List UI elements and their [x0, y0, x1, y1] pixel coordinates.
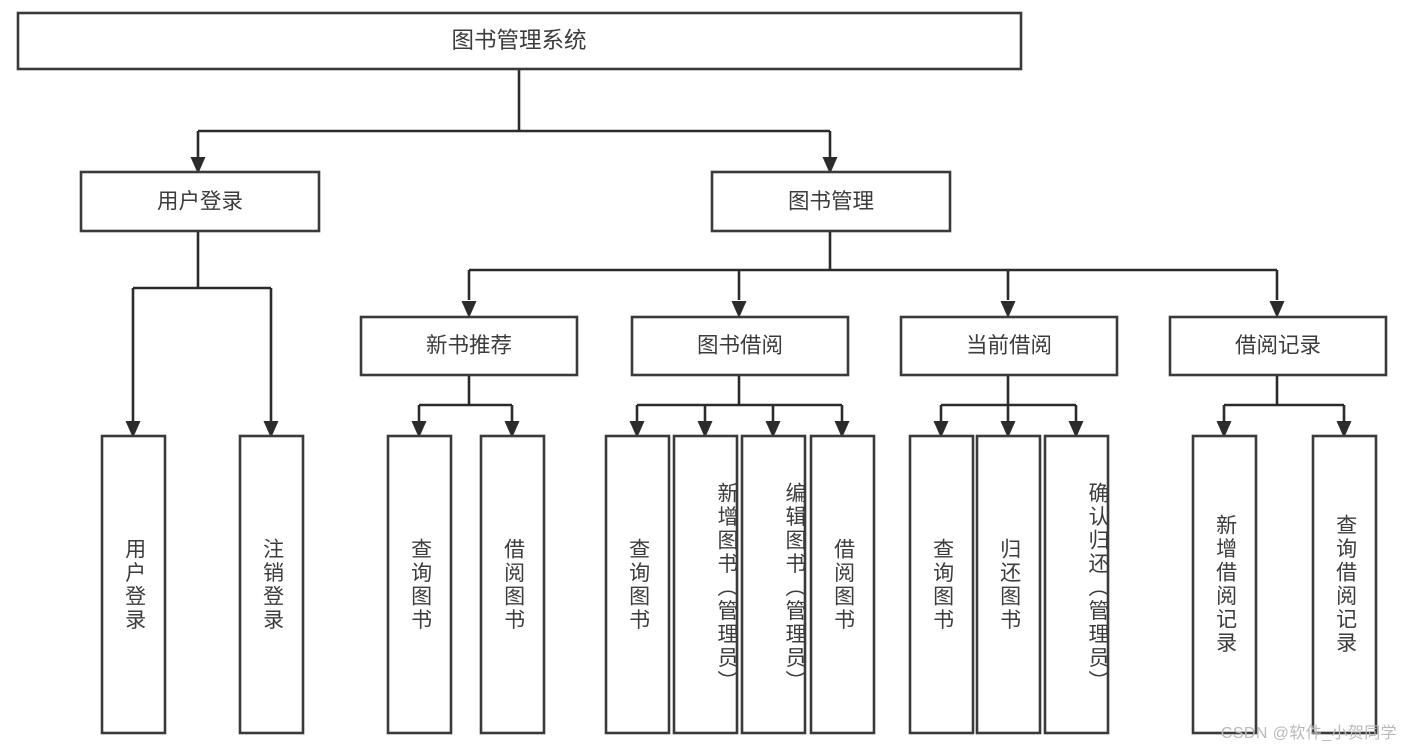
node-root-box[interactable]: [16, 11, 1023, 71]
node-user-login-label: 用户登录: [157, 190, 243, 214]
node-leaf-query-record-box[interactable]: [1311, 434, 1378, 735]
node-leaf-confirm-return-box[interactable]: [1043, 434, 1110, 735]
node-root-label: 图书管理系统: [451, 28, 586, 53]
node-current-borrow[interactable]: 当前借阅: [899, 315, 1119, 377]
node-leaf-logout-box[interactable]: [238, 434, 305, 735]
arrow-current-borrow: [1000, 301, 1016, 318]
node-leaf-borrow-book-1-box[interactable]: [479, 434, 546, 735]
node-leaf-query-book-1-box[interactable]: [386, 434, 453, 735]
node-user-login-box[interactable]: [79, 170, 321, 233]
node-borrow-record[interactable]: 借阅记录: [1168, 315, 1388, 377]
node-leaf-add-record-box[interactable]: [1191, 434, 1258, 735]
node-new-book-recommend-box[interactable]: [359, 315, 579, 377]
node-book-manage-label: 图书管理: [788, 190, 874, 214]
node-new-book-recommend-label: 新书推荐: [426, 334, 512, 358]
node-book-manage[interactable]: 图书管理: [710, 170, 952, 233]
node-current-borrow-box[interactable]: [899, 315, 1119, 377]
connector-layer: [125, 69, 1352, 438]
arrow-new-book-recommend: [461, 301, 477, 318]
node-leaf-query-book-3-box[interactable]: [908, 434, 975, 735]
node-leaf-user-login-box[interactable]: [100, 434, 167, 735]
arrow-book-borrow: [731, 301, 747, 318]
node-root[interactable]: 图书管理系统: [16, 11, 1023, 71]
node-current-borrow-label: 当前借阅: [966, 334, 1052, 358]
node-leaf-query-book-2-box[interactable]: [604, 434, 671, 735]
node-book-manage-box[interactable]: [710, 170, 952, 233]
node-borrow-record-label: 借阅记录: [1235, 334, 1321, 358]
node-book-borrow-box[interactable]: [630, 315, 850, 377]
node-book-borrow-label: 图书借阅: [697, 334, 783, 358]
node-leaf-return-book-box[interactable]: [975, 434, 1042, 735]
node-leaf-edit-book-box[interactable]: [740, 434, 807, 735]
node-book-borrow[interactable]: 图书借阅: [630, 315, 850, 377]
arrow-borrow-record: [1269, 301, 1285, 318]
node-layer: 图书管理系统 用户登录 图书管理 新书推荐 图书借阅: [16, 11, 1388, 735]
node-leaf-borrow-book-2-box[interactable]: [809, 434, 876, 735]
node-borrow-record-box[interactable]: [1168, 315, 1388, 377]
node-new-book-recommend[interactable]: 新书推荐: [359, 315, 579, 377]
node-user-login[interactable]: 用户登录: [79, 170, 321, 233]
node-leaf-add-book-box[interactable]: [672, 434, 739, 735]
